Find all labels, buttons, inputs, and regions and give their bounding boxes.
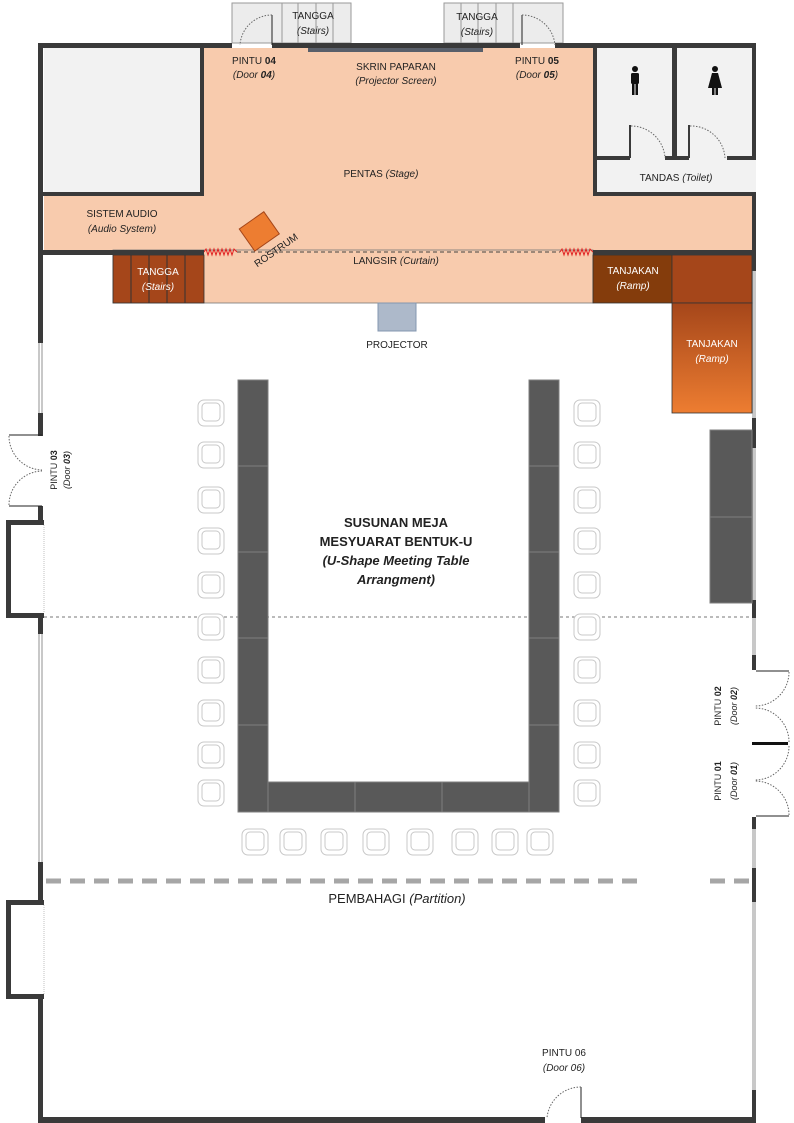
chair	[451, 828, 479, 856]
ramp-sublabel: (Ramp)	[695, 354, 728, 365]
chair	[197, 527, 225, 555]
projector	[377, 302, 417, 332]
toilet-doors[interactable]	[630, 125, 726, 159]
stage-label: PENTAS (Stage)	[344, 169, 419, 180]
door-02[interactable]: PINTU 02 (Door 02)	[713, 670, 790, 743]
door-sublabel: (Door 02)	[729, 687, 739, 725]
female-person-icon	[708, 66, 722, 95]
screen-label: SKRIN PAPARAN	[356, 62, 436, 73]
ramp-label: TANJAKAN	[607, 266, 659, 277]
rostrum	[238, 211, 281, 252]
chair	[573, 741, 601, 769]
stairs-stage: TANGGA (Stairs)	[112, 254, 205, 304]
chair	[197, 699, 225, 727]
door-label: PINTU 05	[515, 56, 559, 67]
ramp-sublabel: (Ramp)	[616, 281, 649, 292]
chair	[573, 527, 601, 555]
stairs-label: TANGGA	[456, 12, 498, 23]
chair	[279, 828, 307, 856]
chair	[573, 399, 601, 427]
chair	[573, 656, 601, 684]
door-05[interactable]: PINTU 05 (Door 05)	[515, 14, 559, 81]
windows	[38, 271, 756, 1090]
partition-label: PEMBAHAGI (Partition)	[328, 891, 465, 906]
stairs-label: TANGGA	[137, 267, 179, 278]
door-label: PINTU 03	[49, 450, 59, 490]
door-sublabel: (Door 05)	[516, 70, 558, 81]
door-03[interactable]: PINTU 03 (Door 03)	[8, 434, 72, 507]
chair	[526, 828, 554, 856]
stairs-label: TANGGA	[292, 11, 334, 22]
ramp-1: TANJAKAN (Ramp)	[592, 254, 753, 304]
door-sublabel: (Door 04)	[233, 70, 275, 81]
door-label: PINTU 06	[542, 1048, 586, 1059]
ramp-2: TANJAKAN (Ramp)	[671, 302, 753, 414]
walls	[6, 43, 788, 1123]
ramp-label: TANJAKAN	[686, 339, 738, 350]
chair	[197, 613, 225, 641]
chair	[573, 699, 601, 727]
stairs-top-right: TANGGA (Stairs)	[443, 2, 564, 44]
door-sublabel: (Door 03)	[62, 451, 72, 489]
chair	[197, 441, 225, 469]
chair	[362, 828, 390, 856]
stairs-sublabel: (Stairs)	[461, 27, 493, 38]
chairs	[197, 399, 601, 856]
arrangement-line: (U-Shape Meeting Table	[323, 553, 470, 568]
toilet-label: TANDAS (Toilet)	[640, 173, 713, 184]
chair	[197, 399, 225, 427]
chair	[491, 828, 519, 856]
chair	[573, 441, 601, 469]
door-01[interactable]: PINTU 01 (Door 01)	[713, 745, 790, 817]
door-sublabel: (Door 06)	[543, 1063, 585, 1074]
chair	[320, 828, 348, 856]
door-label: PINTU 01	[713, 761, 723, 801]
arrangement-line: SUSUNAN MEJA	[344, 515, 449, 530]
curtain	[203, 247, 594, 257]
arrangement-line: Arrangment)	[356, 572, 435, 587]
chair	[197, 656, 225, 684]
projector-screen	[308, 48, 483, 52]
projector-label: PROJECTOR	[366, 340, 428, 351]
male-person-icon	[631, 66, 639, 95]
u-shape-table	[237, 379, 560, 813]
door-06[interactable]: PINTU 06 (Door 06)	[542, 1048, 586, 1119]
door-04[interactable]: PINTU 04 (Door 04)	[232, 14, 276, 81]
arrangement-label: SUSUNAN MEJA MESYUARAT BENTUK-U (U-Shape…	[320, 515, 473, 587]
chair	[197, 486, 225, 514]
door-label: PINTU 02	[713, 686, 723, 726]
arrangement-line: MESYUARAT BENTUK-U	[320, 534, 473, 549]
audio-system-sublabel: (Audio System)	[88, 224, 156, 235]
chair	[406, 828, 434, 856]
chair	[573, 486, 601, 514]
chair	[573, 779, 601, 807]
curtain-label: LANGSIR (Curtain)	[353, 256, 439, 267]
door-sublabel: (Door 01)	[729, 762, 739, 800]
stairs-top-left: TANGGA (Stairs)	[231, 2, 352, 44]
door-label: PINTU 04	[232, 56, 276, 67]
stairs-sublabel: (Stairs)	[297, 26, 329, 37]
chair	[197, 571, 225, 599]
audio-system-label: SISTEM AUDIO	[86, 209, 157, 220]
storage-room	[44, 48, 200, 192]
stairs-sublabel: (Stairs)	[142, 282, 174, 293]
chair	[197, 779, 225, 807]
chair	[573, 571, 601, 599]
chair	[241, 828, 269, 856]
chair	[573, 613, 601, 641]
chair	[197, 741, 225, 769]
screen-sublabel: (Projector Screen)	[355, 76, 436, 87]
